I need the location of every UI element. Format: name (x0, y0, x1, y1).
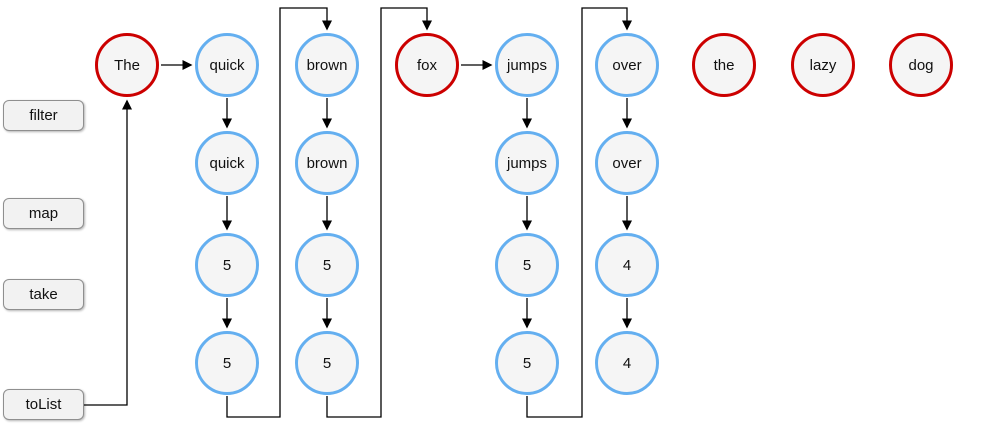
node-taken-quick-5: 5 (195, 331, 259, 395)
node-taken-over-4: 4 (595, 331, 659, 395)
node-filtered-jumps: jumps (495, 131, 559, 195)
node-src-brown: brown (295, 33, 359, 97)
op-take-label: take (3, 279, 84, 310)
node-filtered-brown: brown (295, 131, 359, 195)
node-src-jumps: jumps (495, 33, 559, 97)
edge-loop-quick-to-brown (226, 7, 332, 418)
node-taken-jumps-5: 5 (495, 331, 559, 395)
node-mapped-quick-5: 5 (195, 233, 259, 297)
node-mapped-over-4: 4 (595, 233, 659, 297)
node-src-lazy: lazy (791, 33, 855, 97)
node-mapped-jumps-5: 5 (495, 233, 559, 297)
node-src-over: over (595, 33, 659, 97)
op-filter-label: filter (3, 100, 84, 131)
edge-tolist-to-the (84, 99, 132, 406)
node-filtered-quick: quick (195, 131, 259, 195)
node-taken-brown-5: 5 (295, 331, 359, 395)
node-src-fox: fox (395, 33, 459, 97)
edge-loop-jumps-to-over (526, 7, 632, 418)
node-filtered-over: over (595, 131, 659, 195)
op-tolist-label: toList (3, 389, 84, 420)
node-src-the: the (692, 33, 756, 97)
node-src-dog: dog (889, 33, 953, 97)
edge-loop-brown-to-fox (326, 7, 432, 418)
node-src-the-capital: The (95, 33, 159, 97)
op-map-label: map (3, 198, 84, 229)
node-src-quick: quick (195, 33, 259, 97)
node-mapped-brown-5: 5 (295, 233, 359, 297)
